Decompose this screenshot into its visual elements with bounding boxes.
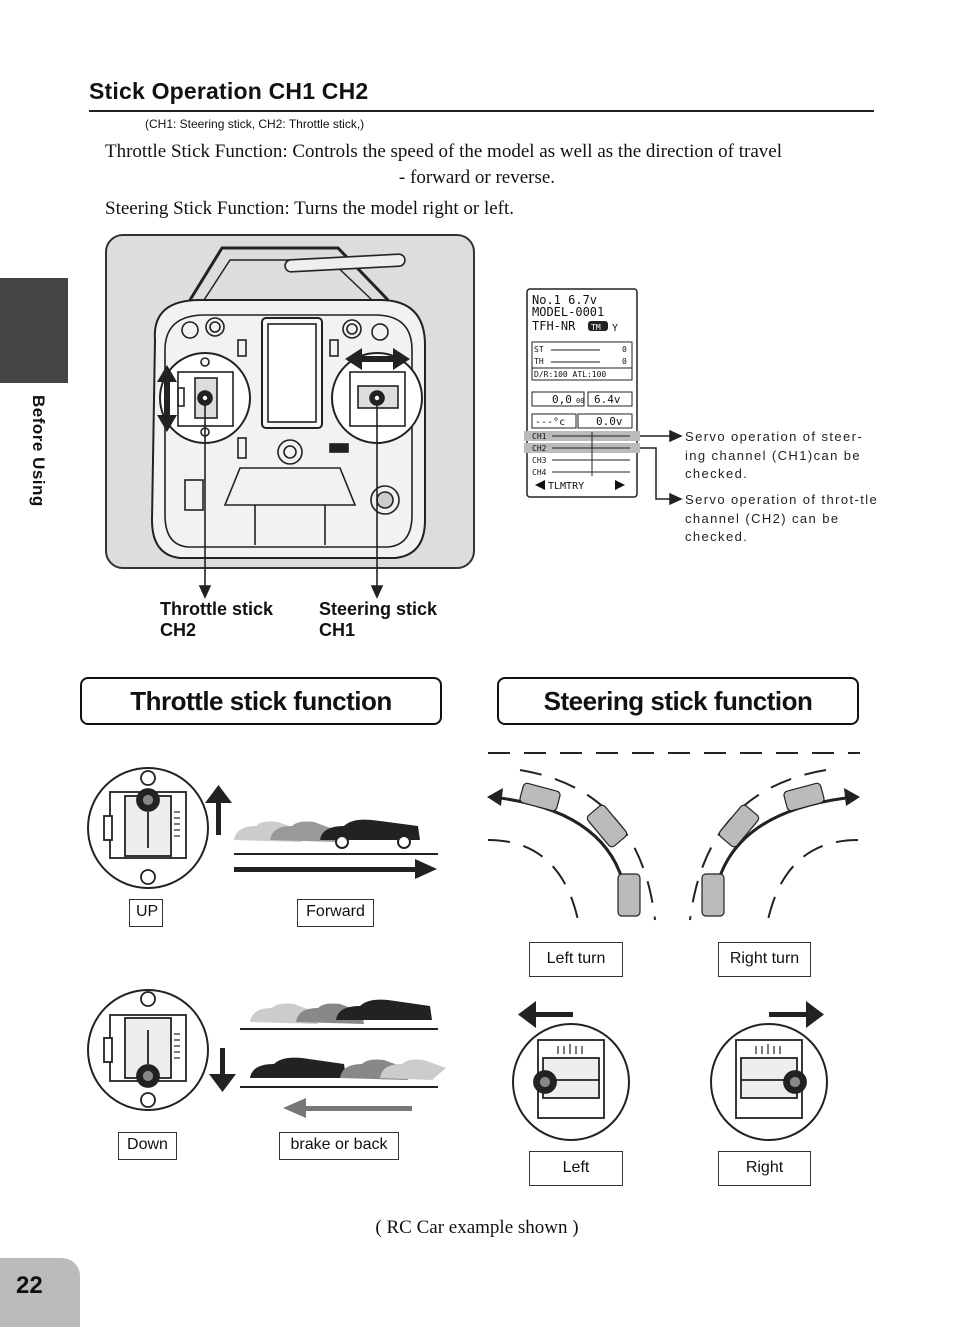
steering-right-gimbal: [710, 1023, 828, 1141]
steering-function-heading: Steering stick function: [497, 677, 859, 725]
lcd-ch3: CH3: [532, 456, 547, 465]
turn-cars: [519, 782, 825, 917]
section-note: (CH1: Steering stick, CH2: Throttle stic…: [145, 117, 365, 131]
right-arrow-icon: [615, 480, 625, 490]
example-note: ( RC Car example shown ): [375, 1217, 579, 1238]
title-rule: [89, 110, 874, 112]
lcd-tm-badge: TM: [591, 323, 601, 332]
chapter-label: Before Using: [29, 395, 48, 507]
lcd-screen: No.1 6.7v MODEL-0001 TFH-NR TM Y ST 0 TH…: [524, 288, 640, 498]
lcd-st-label: ST: [534, 345, 544, 354]
right-arrow-icon: [769, 1001, 824, 1028]
throttle-stick-channel: CH2: [160, 620, 197, 640]
lcd-dr-line: D/R:100 ATL:100: [534, 370, 606, 379]
stick-leader-lines: [198, 402, 384, 599]
page-number-tab: [0, 1258, 80, 1327]
lcd-ch2: CH2: [532, 444, 547, 453]
throttle-description: Throttle Stick Function: Controls the sp…: [105, 141, 782, 162]
lcd-footer: TLMTRY: [548, 481, 584, 492]
caption-brake-or-back: brake or back: [279, 1132, 399, 1160]
throttle-up-gimbal: [87, 767, 209, 889]
steering-left-gimbal: [512, 1023, 630, 1141]
caption-right-turn: Right turn: [718, 942, 811, 977]
steering-stick-name: Steering stick: [319, 599, 438, 619]
caption-forward: Forward: [297, 899, 374, 927]
lcd-line2: MODEL-0001: [532, 305, 604, 319]
callout-arrows: [640, 429, 683, 506]
transmitter-illustration: [150, 246, 426, 559]
caption-up: UP: [129, 899, 163, 927]
up-arrow-icon: [205, 785, 232, 835]
lcd-line3: TFH-NR: [532, 319, 576, 333]
lcd-th-label: TH: [534, 357, 544, 366]
caption-right: Right: [718, 1151, 811, 1186]
antenna-icon: Y: [612, 323, 618, 334]
forward-cars: [234, 819, 438, 879]
lcd-telemetry-unit: 00: [576, 397, 584, 405]
throttle-function-heading: Throttle stick function: [80, 677, 442, 725]
throttle-down-gimbal: [87, 989, 209, 1111]
lcd-st-value: 0: [622, 345, 627, 354]
steering-turn-diagram: [487, 752, 860, 921]
steering-turn-arrows: [487, 788, 860, 806]
left-arrow-icon: [518, 1001, 573, 1028]
page-number: 22: [16, 1272, 43, 1299]
lcd-telemetry-left: 0,0: [552, 393, 572, 406]
lcd-volt: 0.0v: [596, 415, 623, 428]
down-arrow-icon: [209, 1048, 236, 1092]
stick-motion-arrows: [157, 348, 410, 432]
steering-stick-label: Steering stick CH1: [319, 599, 437, 641]
callout-ch2: Servo operation of throt-tle channel (CH…: [685, 492, 879, 544]
throttle-stick-name: Throttle stick: [160, 599, 274, 619]
lcd-ch1: CH1: [532, 432, 547, 441]
brake-cars: [240, 999, 446, 1118]
throttle-stick-label: Throttle stick CH2: [160, 599, 273, 641]
section-title: Stick Operation CH1 CH2: [89, 78, 369, 104]
steering-description: Steering Stick Function: Turns the model…: [105, 198, 515, 219]
left-arrow-icon: [535, 480, 545, 490]
throttle-description-cont: - forward or reverse.: [398, 167, 556, 188]
caption-down: Down: [118, 1132, 177, 1160]
lcd-th-value: 0: [622, 357, 627, 366]
chapter-tab: [0, 278, 68, 383]
callout-ch1: Servo operation of steer-ing channel (CH…: [685, 429, 864, 481]
lcd-ch4: CH4: [532, 468, 547, 477]
caption-left-turn: Left turn: [529, 942, 623, 977]
lcd-temp: ---°c: [535, 417, 565, 428]
lcd-line1: No.1 6.7v: [532, 293, 597, 307]
caption-left: Left: [529, 1151, 623, 1186]
lcd-telemetry-right: 6.4v: [594, 393, 621, 406]
steering-stick-channel: CH1: [319, 620, 356, 640]
